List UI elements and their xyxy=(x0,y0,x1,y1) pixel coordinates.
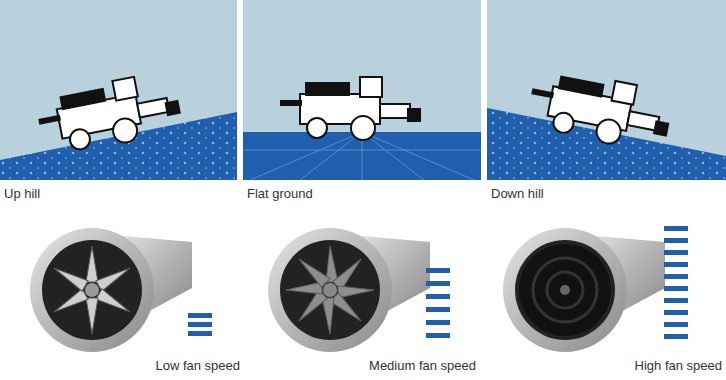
terrain-label: Up hill xyxy=(4,186,40,201)
fan-speed-label: Low fan speed xyxy=(155,358,240,373)
fan-speed-label: High fan speed xyxy=(635,358,722,373)
fan-speed-label: Medium fan speed xyxy=(369,358,476,373)
terrain-label: Down hill xyxy=(491,186,544,201)
terrain-label: Flat ground xyxy=(247,186,313,201)
